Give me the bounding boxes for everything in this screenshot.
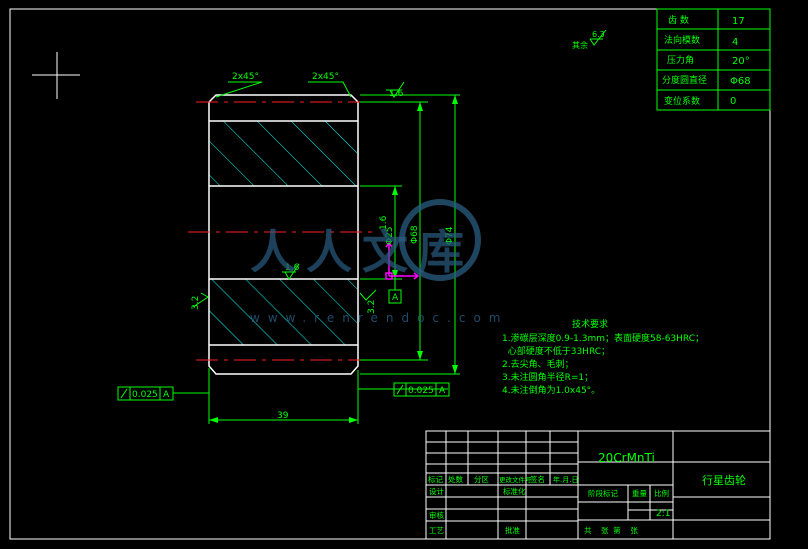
tb-standard: 标准化 xyxy=(503,486,526,496)
roughness-left-value: 3.2 xyxy=(191,296,201,310)
tb-stage: 阶段标记 xyxy=(588,488,618,498)
width-label: 39 xyxy=(277,411,289,421)
runout-frame-right xyxy=(393,382,450,397)
runout-left-datum: A xyxy=(163,390,170,400)
runout-right-datum: A xyxy=(439,386,446,396)
roughness-face-value: 1.6 xyxy=(285,263,300,273)
param-label-pitch-diameter: 分度圆直径 xyxy=(662,74,707,86)
roughness-top-value: 1.6 xyxy=(389,89,404,99)
runout-frame-left xyxy=(117,386,174,401)
param-value-teeth: 17 xyxy=(732,16,745,27)
drawing-border xyxy=(9,8,771,540)
tb-design: 设计 xyxy=(429,486,444,496)
gear-section-outline xyxy=(208,94,359,375)
tech-req-line-1: 1.渗碳层深度0.9-1.3mm；表面硬度58-63HRC； xyxy=(502,332,704,344)
chamfer-left-label: 2x45° xyxy=(232,72,259,82)
tech-req-line-2: 心部硬度不低于33HRC； xyxy=(502,345,610,357)
tb-approve: 批准 xyxy=(505,525,520,535)
tb-review: 审核 xyxy=(429,510,444,520)
watermark-text: 人人文库 xyxy=(250,225,474,279)
roughness-other-symbol xyxy=(589,29,607,46)
dia-pitch-label: Φ68 xyxy=(410,225,420,244)
roughness-right-value: 3.2 xyxy=(367,300,377,314)
crosshair-cursor xyxy=(32,52,80,99)
tech-req-line-4: 3.未注圆角半径R=1； xyxy=(502,371,593,383)
dimension-lines xyxy=(173,81,460,424)
tech-req-title: 技术要求 xyxy=(572,318,608,330)
param-value-module: 4 xyxy=(732,37,738,48)
gear-params-table xyxy=(656,8,771,111)
tb-col-change-doc: 更改文件号 xyxy=(499,475,532,484)
param-label-shift-coef: 变位系数 xyxy=(664,95,700,107)
roughness-other-value: 6.3 xyxy=(592,30,605,39)
param-value-pressure-angle: 20° xyxy=(732,56,750,67)
tb-col-date: 年.月.日 xyxy=(553,475,578,484)
param-value-pitch-diameter: Φ68 xyxy=(730,76,751,87)
param-label-pressure-angle: 压力角 xyxy=(667,54,694,66)
runout-left-value: 0.025 xyxy=(132,390,158,400)
tb-process: 工艺 xyxy=(429,526,444,535)
tb-col-mark: 标记 xyxy=(428,474,443,484)
watermark-logo-icon xyxy=(399,199,481,281)
datum-a-box xyxy=(388,289,402,304)
roughness-other-label: 其余 xyxy=(572,40,588,50)
roughness-bore-value: 1.6 xyxy=(379,215,389,230)
hatch-lower xyxy=(209,279,357,345)
param-label-teeth: 齿 数 xyxy=(668,14,689,26)
tb-col-sign: 签名 xyxy=(530,474,545,484)
tb-col-zone: 分区 xyxy=(474,475,489,484)
tech-req-line-5: 4.未注倒角为1.0x45°。 xyxy=(502,384,600,396)
tb-scale-value: 2:1 xyxy=(656,509,670,519)
param-label-module: 法向模数 xyxy=(664,34,700,46)
param-value-shift-coef: 0 xyxy=(730,96,736,107)
dia-outer-label: Φ74 xyxy=(445,226,455,245)
dia-bore-label: Φ25 xyxy=(385,226,395,245)
tech-req-line-3: 2.去尖角、毛刺； xyxy=(502,358,574,370)
tb-sheets: 共 张 第 张 xyxy=(584,525,638,535)
datum-a-label: A xyxy=(392,293,399,303)
roughness-symbols xyxy=(192,81,405,308)
tb-scale-label: 比例 xyxy=(654,488,669,498)
chamfer-right-label: 2x45° xyxy=(312,72,339,82)
hatch-upper xyxy=(209,121,357,186)
title-block xyxy=(425,430,771,540)
center-lines xyxy=(188,101,378,361)
watermark-url: www.renrendoc.com xyxy=(250,311,508,325)
tb-weight: 重量 xyxy=(632,489,647,498)
tb-part-name: 行星齿轮 xyxy=(702,473,746,487)
runout-right-value: 0.025 xyxy=(408,386,434,396)
ucs-icon xyxy=(385,241,420,280)
tb-col-count: 处数 xyxy=(448,474,463,484)
tb-material: 20CrMnTi xyxy=(598,451,655,465)
